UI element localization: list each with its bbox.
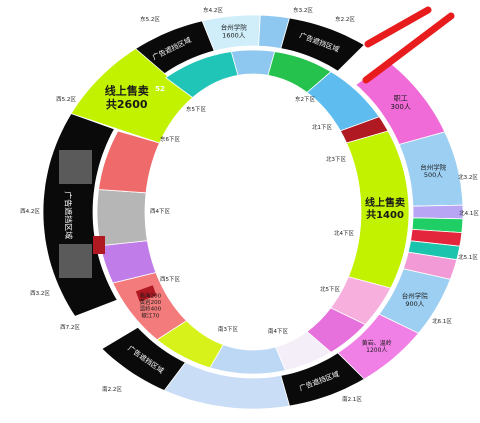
screens — [59, 150, 92, 278]
salmon-left-label: 椒江70 — [141, 311, 159, 319]
zone-label: 东5.2区 — [140, 15, 160, 23]
zone-label: 北1下区 — [312, 123, 332, 131]
taizhou-top-label: 1600人 — [222, 31, 246, 39]
staff-label: 职工 — [394, 95, 408, 103]
taizhou-right-label: 500人 — [424, 171, 443, 179]
ad-bottom-left-section — [101, 326, 187, 391]
red-annotation-stroke — [364, 6, 432, 48]
taizhou-top-label: 台州学院 — [221, 23, 248, 32]
pink-lower-right-label: 1200人 — [366, 347, 387, 354]
ad-top-right-section — [280, 17, 365, 72]
zone-label: 东4.2区 — [203, 6, 223, 14]
field — [146, 75, 360, 349]
red-annotation-stroke — [362, 12, 455, 84]
zone-label: 西5下区 — [160, 276, 180, 283]
zone-label: 东5下区 — [186, 105, 206, 113]
stripe-lavender-section — [412, 204, 464, 220]
zone-label: 北5.1区 — [458, 253, 478, 261]
zone-label: 东6下区 — [160, 135, 180, 143]
zone-label: 北5下区 — [320, 285, 340, 293]
zone-label: 北3下区 — [326, 155, 346, 163]
online-left-label: 共2600 — [106, 97, 148, 111]
zone-label: 北6.1区 — [432, 317, 452, 325]
taizhou-right-lower-label: 台州学院 — [402, 291, 429, 300]
ad-left-label: 广告遮挡区域 — [63, 191, 74, 239]
zone-label: 东2.2区 — [335, 15, 355, 23]
zone-label: 西7.2区 — [60, 324, 80, 331]
screen-lower — [59, 244, 92, 278]
zone-label: 西5.2区 — [56, 96, 76, 103]
zone-label: 北4下区 — [334, 229, 354, 237]
zone-labels: 东5.2区 东4.2区 东3.2区东2.2区西5.2区西4.2区西3.2区西7.2区… — [20, 6, 479, 403]
taizhou-right-label: 台州学院 — [420, 162, 447, 171]
zone-label: 南2.1区 — [342, 395, 362, 403]
zone-label: 西3.2区 — [30, 290, 50, 297]
zone-label: 西4.2区 — [20, 208, 40, 215]
lightblue-top-section — [230, 49, 276, 76]
zone-label: 南2.2区 — [102, 385, 122, 393]
taizhou-right-lower-label: 900人 — [405, 300, 424, 308]
zone-label: 北3.2区 — [458, 173, 478, 181]
zone-label: 东3.2区 — [293, 6, 313, 14]
zone-label: 北4.1区 — [459, 209, 479, 217]
dark-red-marker-lower-left — [135, 285, 157, 302]
ad-left-text: 广告遮挡区域 — [63, 191, 74, 239]
salmon-left-label: 临海200 — [140, 292, 162, 300]
zone-label: 西4下区 — [150, 208, 170, 215]
salmon-left-label: 温岭400 — [140, 305, 162, 313]
online-right-label: 线上售卖 — [365, 196, 405, 209]
salmon-left-label: 黄岩200 — [140, 298, 162, 306]
online-left-badge: 52 — [155, 85, 165, 93]
dark-red-marker-left — [93, 236, 105, 254]
zone-label: 东2下区 — [295, 95, 315, 103]
online-left-label: 线上售卖 — [105, 84, 149, 98]
zone-label: 南3下区 — [218, 325, 238, 333]
staff-label: 300人 — [391, 103, 411, 111]
zone-label: 南4下区 — [268, 327, 288, 335]
online-right-label: 共1400 — [366, 208, 404, 221]
screen-upper — [59, 150, 92, 184]
coral-left-section — [98, 130, 161, 194]
pink-lower-right-label: 黄岩、温岭 — [362, 339, 392, 347]
